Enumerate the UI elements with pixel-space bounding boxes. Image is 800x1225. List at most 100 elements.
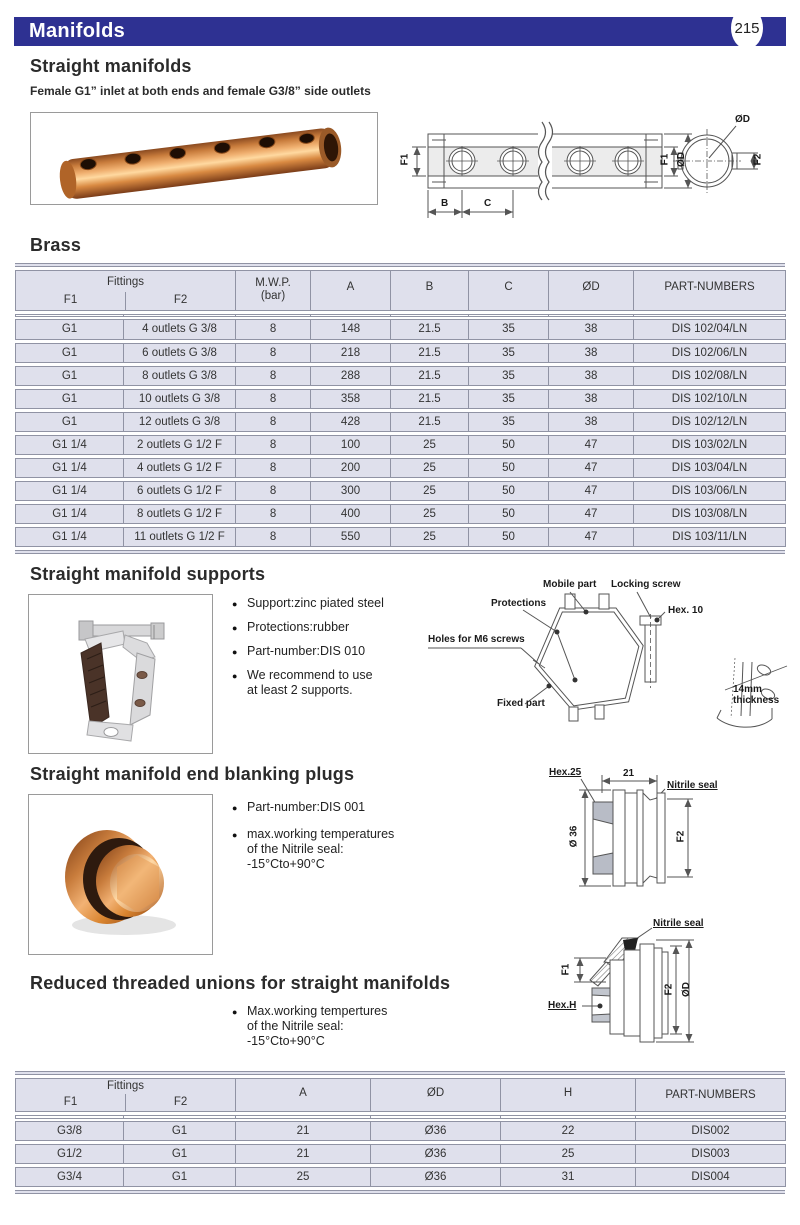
dim-c: C — [484, 198, 492, 209]
cell-f1: G1 1/4 — [15, 433, 124, 458]
cell-f1: G1 — [15, 364, 124, 389]
cell-a: 288 — [310, 364, 391, 389]
col-od: ØD — [370, 1078, 501, 1115]
cell-od: 38 — [548, 410, 634, 435]
cell-od: 47 — [548, 502, 634, 527]
cell-f2: 4 outlets G 3/8 — [122, 318, 236, 343]
cell-part: DIS 103/11/LN — [633, 525, 787, 550]
section-heading-unions: Reduced threaded unions for straight man… — [30, 973, 451, 993]
cell-a: 21 — [235, 1119, 371, 1144]
manifold-photo — [30, 112, 378, 205]
cell-od: 38 — [548, 341, 634, 366]
table-top-strip — [15, 1071, 785, 1075]
cell-part: DIS 103/04/LN — [633, 456, 787, 481]
support-photo — [28, 594, 213, 754]
cell-f2: 12 outlets G 3/8 — [122, 410, 236, 435]
manifold-drawing-art — [412, 121, 758, 218]
dim-f1-left: F1 — [399, 153, 411, 166]
supports-bullets: Support:zinc piated steel Protections:ru… — [232, 596, 432, 707]
label-f2-union: F2 — [663, 983, 675, 996]
label-dim21: 21 — [623, 768, 635, 779]
cell-part: DIS 103/06/LN — [633, 479, 787, 504]
cell-mwp: 8 — [235, 525, 311, 550]
cell-mwp: 8 — [235, 433, 311, 458]
label-f1-union: F1 — [560, 963, 572, 976]
support-photo-art — [78, 620, 165, 742]
cell-b: 21.5 — [390, 341, 469, 366]
cell-f1: G1 1/4 — [15, 456, 124, 481]
cell-a: 100 — [310, 433, 391, 458]
col-a: A — [235, 1078, 371, 1115]
cell-part: DIS 102/08/LN — [633, 364, 787, 389]
cell-f1: G3/4 — [15, 1165, 124, 1190]
cell-f2: G1 — [122, 1165, 236, 1190]
dim-od-end: ØD — [735, 114, 750, 125]
cell-od: 38 — [548, 387, 634, 412]
cell-od: 47 — [548, 525, 634, 550]
plug-drawing-art — [579, 775, 693, 887]
section-heading-straight-manifolds: Straight manifolds — [30, 56, 192, 76]
col-c: C — [468, 270, 549, 314]
cell-b: 25 — [390, 525, 469, 550]
label-f2: F2 — [675, 830, 687, 843]
cell-h: 22 — [500, 1119, 636, 1144]
cell-b: 21.5 — [390, 387, 469, 412]
page-number-badge: 215 — [731, 7, 763, 49]
table-header-row: Fittings F1 F2 A ØD H PART-NUMBERS — [14, 1078, 787, 1115]
cell-mwp: 8 — [235, 364, 311, 389]
cell-c: 35 — [468, 364, 549, 389]
section-heading-plugs: Straight manifold end blanking plugs — [30, 764, 355, 784]
cell-f1: G1 1/4 — [15, 479, 124, 504]
cell-f1: G1 — [15, 410, 124, 435]
cell-a: 218 — [310, 341, 391, 366]
support-drawing: Mobile part Locking screw Protections Ho… — [425, 568, 795, 750]
cell-f2: G1 — [122, 1142, 236, 1167]
cell-part: DIS002 — [635, 1119, 787, 1144]
cell-f1: G1 — [15, 318, 124, 343]
cell-f2: 10 outlets G 3/8 — [122, 387, 236, 412]
cell-f2: G1 — [122, 1119, 236, 1144]
cell-part: DIS 102/04/LN — [633, 318, 787, 343]
cell-f1: G1 — [15, 341, 124, 366]
manifold-photo-art — [59, 127, 342, 199]
page-number: 215 — [734, 19, 760, 37]
cell-c: 50 — [468, 502, 549, 527]
cell-a: 550 — [310, 525, 391, 550]
cell-mwp: 8 — [235, 318, 311, 343]
cell-b: 21.5 — [390, 318, 469, 343]
fittings-group-label: Fittings — [106, 276, 145, 289]
col-f2: F2 — [125, 1094, 235, 1112]
cell-od: Ø36 — [370, 1142, 501, 1167]
col-f1: F1 — [63, 1096, 78, 1108]
cell-part: DIS 102/06/LN — [633, 341, 787, 366]
cell-c: 35 — [468, 387, 549, 412]
cell-b: 25 — [390, 502, 469, 527]
bullet-item: Part-number:DIS 010 — [232, 644, 432, 660]
label-d36: Ø 36 — [568, 825, 580, 848]
section-heading-supports: Straight manifold supports — [30, 564, 266, 584]
table-header-row: Fittings F1 F2 M.W.P.(bar) A B C ØD PART… — [14, 270, 787, 314]
cell-b: 21.5 — [390, 410, 469, 435]
col-b: B — [390, 270, 469, 314]
union-drawing: Nitrile seal F1 Hex.H F2 ØD — [548, 916, 795, 1066]
cell-part: DIS 103/08/LN — [633, 502, 787, 527]
cell-mwp: 8 — [235, 410, 311, 435]
brass-table: Fittings F1 F2 M.W.P.(bar) A B C ØD PART… — [14, 263, 787, 554]
bullet-item: Protections:rubber — [232, 620, 432, 636]
header-bar: Manifolds — [14, 17, 786, 46]
dim-b: B — [441, 198, 449, 209]
cell-a: 300 — [310, 479, 391, 504]
cell-od: 47 — [548, 433, 634, 458]
col-f1: F1 — [63, 294, 78, 307]
separator-row — [15, 312, 787, 319]
cell-f1: G1 1/4 — [15, 502, 124, 527]
label-nitrile-seal-union: Nitrile seal — [653, 918, 704, 929]
cell-od: Ø36 — [370, 1119, 501, 1144]
dim-f2-end: F2 — [752, 153, 764, 166]
